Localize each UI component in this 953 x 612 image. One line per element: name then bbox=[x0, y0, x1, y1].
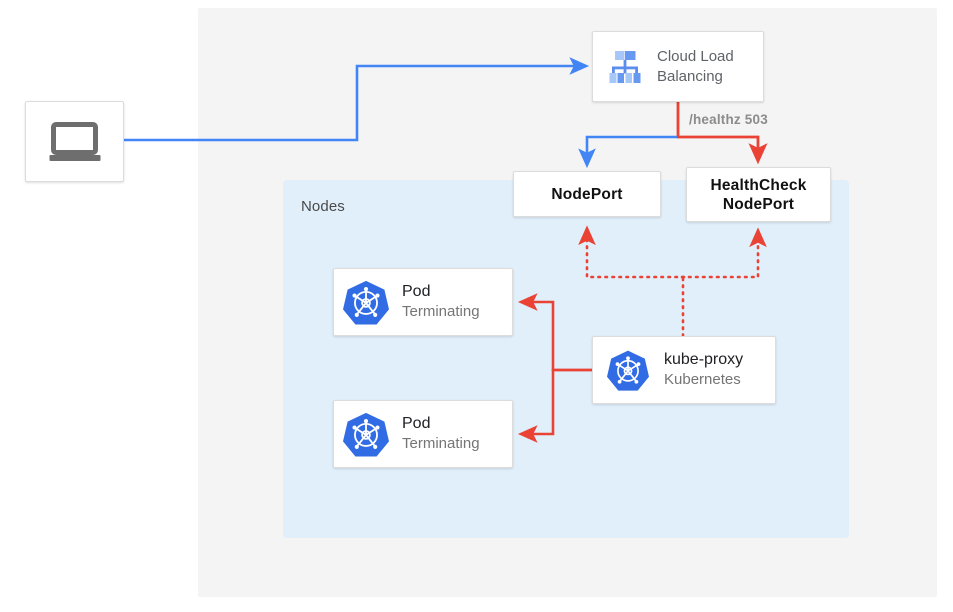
client-device-card bbox=[25, 101, 124, 182]
healthcheck-nodeport-label-line1: HealthCheck bbox=[710, 176, 807, 194]
kubernetes-icon bbox=[607, 350, 649, 391]
pod-card: Pod Terminating bbox=[333, 268, 513, 336]
kube-proxy-title: kube-proxy bbox=[664, 351, 744, 368]
pod-title: Pod bbox=[402, 415, 431, 432]
cloud-load-balancing-icon bbox=[609, 50, 641, 83]
healthcheck-nodeport-label: HealthCheck NodePort bbox=[710, 176, 806, 214]
cloud-load-balancing-label: Cloud Load Balancing bbox=[657, 47, 734, 87]
pod-card-text: Pod Terminating bbox=[402, 282, 480, 322]
pod-status: Terminating bbox=[402, 303, 480, 320]
pod-status: Terminating bbox=[402, 435, 480, 452]
pod-title: Pod bbox=[402, 283, 431, 300]
cloud-load-balancing-card: Cloud Load Balancing bbox=[592, 31, 764, 102]
kube-proxy-subtitle: Kubernetes bbox=[664, 371, 741, 388]
nodeport-card: NodePort bbox=[513, 171, 661, 217]
healthcheck-nodeport-label-line2: NodePort bbox=[722, 195, 795, 213]
laptop-icon bbox=[49, 121, 100, 161]
healthz-status-label: /healthz 503 bbox=[689, 112, 768, 127]
nodeport-label: NodePort bbox=[551, 185, 623, 203]
kubernetes-icon bbox=[343, 280, 389, 325]
kube-proxy-card: kube-proxy Kubernetes bbox=[592, 336, 776, 404]
cloud-load-balancing-label-line1: Cloud Load bbox=[657, 47, 734, 65]
kubernetes-icon bbox=[343, 412, 389, 457]
kube-proxy-card-text: kube-proxy Kubernetes bbox=[664, 350, 743, 390]
healthcheck-nodeport-card: HealthCheck NodePort bbox=[686, 167, 831, 222]
pod-card: Pod Terminating bbox=[333, 400, 513, 468]
nodes-panel-label: Nodes bbox=[301, 198, 345, 215]
pod-card-text: Pod Terminating bbox=[402, 414, 480, 454]
cloud-load-balancing-label-line2: Balancing bbox=[657, 67, 723, 85]
